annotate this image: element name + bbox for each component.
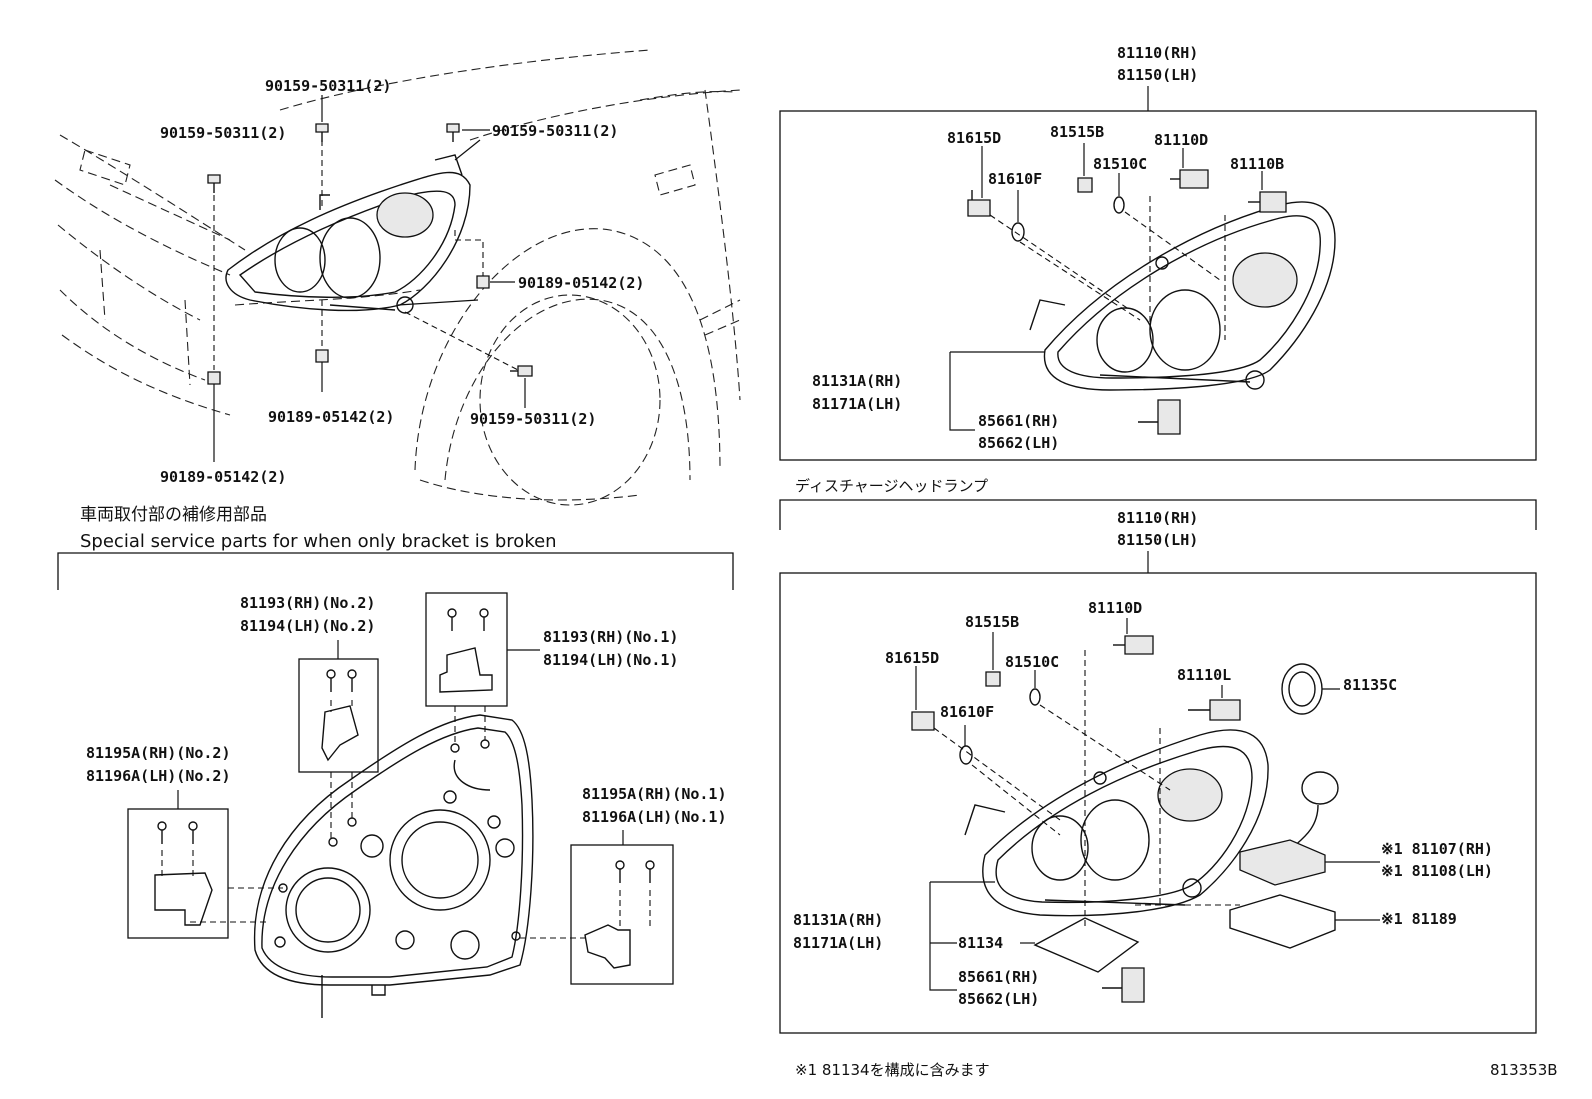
screw-icon <box>326 669 336 692</box>
vehicle-mounting-view <box>54 49 741 506</box>
discharge-label-81515b: 81515B <box>965 613 1019 631</box>
bracket-no1-side-icon <box>584 924 631 969</box>
discharge-label-85662: 85662(LH) <box>958 990 1039 1008</box>
label-bolt-bottom-right: 90159-50311(2) <box>470 410 596 428</box>
bulb-icon <box>1113 635 1154 655</box>
bulb-icon <box>1011 222 1025 242</box>
discharge-title-jp: ディスチャージヘッドランプ <box>795 477 988 495</box>
socket-icon <box>967 190 991 217</box>
bulb-icon <box>1113 196 1125 214</box>
figure-id: 813353B <box>1490 1061 1558 1079</box>
discharge-label-81134: 81134 <box>958 934 1003 952</box>
screw-icon <box>645 860 655 883</box>
discharge-label-81131a: 81131A(RH) <box>793 911 883 929</box>
bracket-no1-icon <box>439 647 493 693</box>
discharge-bracket <box>779 499 1537 530</box>
discharge-assembly-lh: 81150(LH) <box>1117 531 1198 549</box>
halogen-label-81510c: 81510C <box>1093 155 1147 173</box>
leveling-motor-icon <box>1102 967 1145 1003</box>
discharge-box <box>779 572 1537 1034</box>
nut-icon <box>207 371 221 385</box>
service-title-jp: 車両取付部の補修用部品 <box>80 505 267 525</box>
label-nut-right: 90189-05142(2) <box>518 274 644 292</box>
label-81195a-no1-rh: 81195A(RH)(No.1) <box>582 785 727 803</box>
bulb-icon <box>959 745 973 765</box>
label-81194-no2-lh: 81194(LH)(No.2) <box>240 617 375 635</box>
bolt-icon <box>510 365 533 377</box>
bolt-icon <box>315 123 329 142</box>
label-bolt-top-left: 90159-50311(2) <box>160 124 286 142</box>
discharge-label-81189: ※1 81189 <box>1381 910 1457 928</box>
hid-bulb-icon <box>1188 699 1241 721</box>
halogen-assembly-lh: 81150(LH) <box>1117 66 1198 84</box>
halogen-label-81171a: 81171A(LH) <box>812 395 902 413</box>
halogen-label-85661: 85661(RH) <box>978 412 1059 430</box>
label-81194-no1-lh: 81194(LH)(No.1) <box>543 651 678 669</box>
bulb-icon <box>1170 169 1209 189</box>
discharge-assembly-rh: 81110(RH) <box>1117 509 1198 527</box>
halogen-label-81515b: 81515B <box>1050 123 1104 141</box>
socket-icon <box>911 711 935 731</box>
label-81196a-no2-lh: 81196A(LH)(No.2) <box>86 767 231 785</box>
discharge-label-81615d: 81615D <box>885 649 939 667</box>
bulb-icon <box>1248 191 1287 213</box>
label-81196a-no1-lh: 81196A(LH)(No.1) <box>582 808 727 826</box>
bracket-no2-icon <box>321 705 359 762</box>
socket-icon <box>985 671 1001 687</box>
halogen-label-85662: 85662(LH) <box>978 434 1059 452</box>
nut-icon <box>476 275 490 289</box>
bracket-no2-side-icon <box>154 872 213 926</box>
halogen-box <box>779 110 1537 461</box>
discharge-label-81110l: 81110L <box>1177 666 1231 684</box>
discharge-label-81171a: 81171A(LH) <box>793 934 883 952</box>
label-81195a-no2-rh: 81195A(RH)(No.2) <box>86 744 231 762</box>
leveling-motor-icon <box>1138 399 1181 435</box>
service-section-bracket <box>57 552 734 590</box>
discharge-label-81510c: 81510C <box>1005 653 1059 671</box>
screw-icon <box>479 608 489 631</box>
screw-icon <box>157 821 167 844</box>
label-81193-no2-rh: 81193(RH)(No.2) <box>240 594 375 612</box>
label-bolt-top-right: 90159-50311(2) <box>492 122 618 140</box>
label-nut-bottom-center: 90189-05142(2) <box>268 408 394 426</box>
discharge-headlamp-icon <box>964 729 1269 917</box>
label-nut-bottom-left: 90189-05142(2) <box>160 468 286 486</box>
label-bolt-top-center: 90159-50311(2) <box>265 77 391 95</box>
halogen-label-81610f: 81610F <box>988 170 1042 188</box>
label-81193-no1-rh: 81193(RH)(No.1) <box>543 628 678 646</box>
discharge-label-81107: ※1 81107(RH) <box>1381 840 1493 858</box>
gasket-icon <box>1033 917 1140 973</box>
bolt-icon <box>446 123 460 142</box>
halogen-label-81131a: 81131A(RH) <box>812 372 902 390</box>
igniter-icon <box>1289 771 1339 851</box>
screw-icon <box>447 608 457 631</box>
box-81195-no1 <box>570 844 674 985</box>
footer-note: ※1 81134を構成に含みます <box>795 1061 990 1079</box>
discharge-label-81108: ※1 81108(LH) <box>1381 862 1493 880</box>
service-title-en: Special service parts for when only brac… <box>80 531 557 552</box>
discharge-label-85661: 85661(RH) <box>958 968 1039 986</box>
box-81193-no2 <box>298 658 379 773</box>
headlamp-rear-housing <box>253 714 534 1018</box>
ballast-icon <box>1239 839 1326 886</box>
cap-icon <box>1281 663 1323 715</box>
halogen-label-81110d: 81110D <box>1154 131 1208 149</box>
discharge-label-81135c: 81135C <box>1343 676 1397 694</box>
discharge-label-81110d: 81110D <box>1088 599 1142 617</box>
socket-icon <box>1077 177 1093 193</box>
halogen-headlamp-icon <box>1029 201 1336 391</box>
screw-icon <box>188 821 198 844</box>
bulb-icon <box>1029 688 1041 706</box>
bolt-icon <box>207 174 221 193</box>
halogen-label-81110b: 81110B <box>1230 155 1284 173</box>
discharge-label-81610f: 81610F <box>940 703 994 721</box>
halogen-label-81615d: 81615D <box>947 129 1001 147</box>
nut-icon <box>315 349 329 363</box>
halogen-assembly-rh: 81110(RH) <box>1117 44 1198 62</box>
screw-icon <box>347 669 357 692</box>
screw-icon <box>615 860 625 883</box>
ballast-cover-icon <box>1229 894 1336 949</box>
